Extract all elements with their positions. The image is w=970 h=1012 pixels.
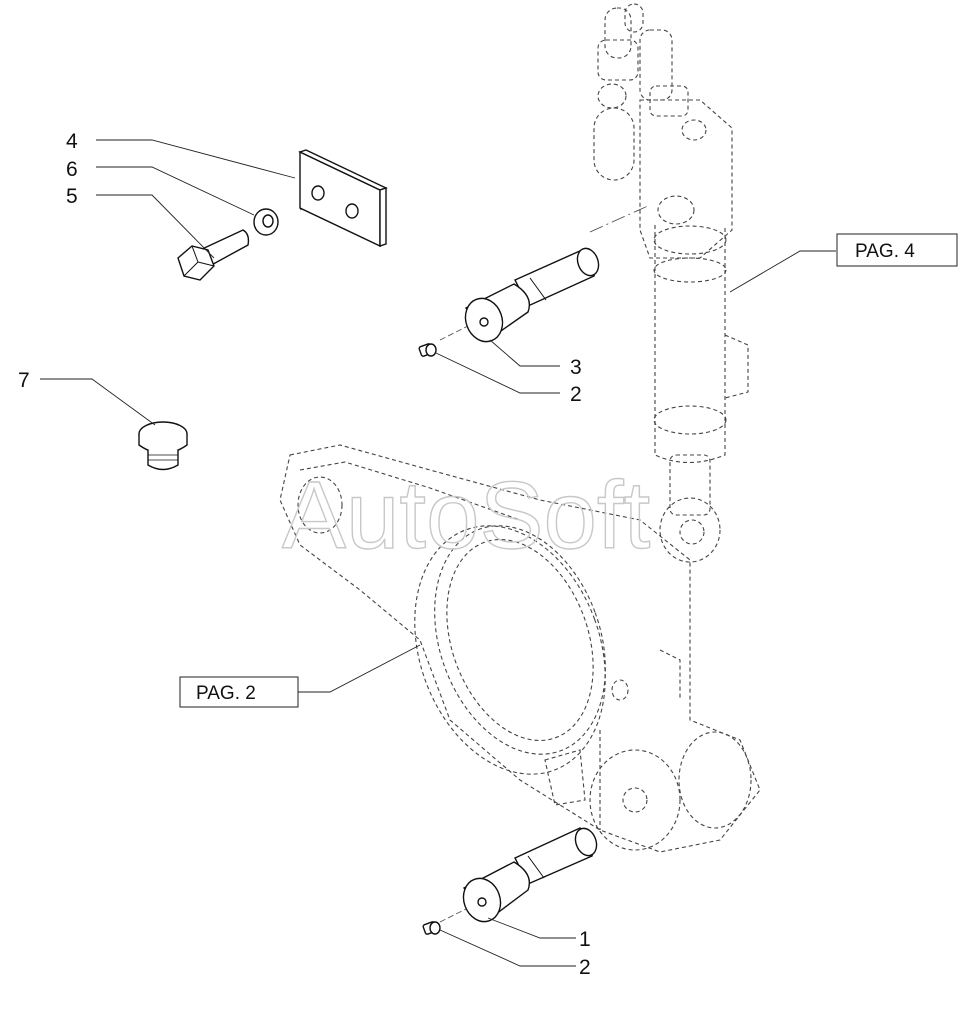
part-7-plug	[138, 421, 188, 471]
leader-lines	[40, 139, 836, 967]
part-2-grease-nipple-upper	[418, 343, 437, 357]
part-3-pin	[464, 247, 600, 343]
ghost-axle-housing	[279, 444, 761, 853]
callout-7: 7	[18, 369, 30, 392]
reference-box-pag2: PAG. 2	[179, 676, 299, 708]
watermark-text: AutoSoft	[282, 462, 650, 569]
callout-2-upper: 2	[570, 383, 582, 406]
callout-3: 3	[570, 356, 582, 379]
reference-pag4-label: PAG. 4	[855, 241, 915, 262]
part-4-plate	[298, 149, 388, 248]
callout-6: 6	[66, 158, 78, 181]
reference-pag2-label: PAG. 2	[196, 683, 256, 704]
reference-box-pag4: PAG. 4	[836, 233, 958, 267]
callout-4: 4	[66, 130, 78, 153]
callout-2-lower: 2	[579, 956, 591, 979]
callout-1: 1	[579, 928, 591, 951]
part-2-grease-nipple-lower	[422, 921, 441, 935]
ghost-cylinder-assembly	[593, 3, 749, 563]
part-1-pin	[462, 827, 598, 923]
part-6-washer	[253, 208, 279, 236]
part-5-bolt	[177, 229, 250, 281]
callout-5: 5	[66, 185, 78, 208]
